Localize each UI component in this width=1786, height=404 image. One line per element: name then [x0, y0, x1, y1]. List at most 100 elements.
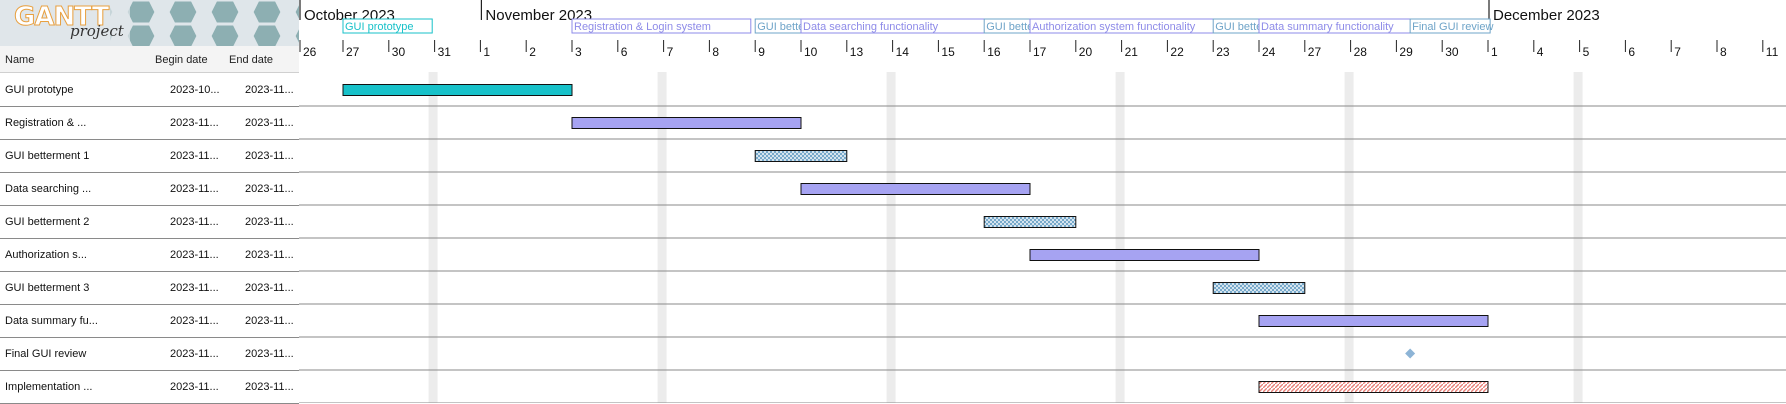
task-bar[interactable] — [800, 183, 1031, 195]
table-row[interactable]: GUI betterment 2 2023-11... 2023-11... — [0, 205, 299, 239]
day-label: 3 — [575, 45, 582, 59]
column-header-begin-date[interactable]: Begin date — [155, 54, 208, 66]
task-bar[interactable] — [1029, 249, 1260, 261]
day-label: 30 — [1445, 45, 1459, 59]
task-name: Registration & ... — [5, 117, 87, 129]
column-header-name[interactable]: Name — [5, 54, 35, 66]
task-end-date: 2023-11... — [245, 150, 294, 162]
task-bar[interactable] — [1258, 315, 1489, 327]
task-table: GANTT project Name Begin date End date G… — [0, 0, 299, 404]
table-row[interactable]: GUI betterment 3 2023-11... 2023-11... — [0, 271, 299, 305]
task-begin-date: 2023-11... — [170, 282, 219, 294]
day-label: 31 — [438, 45, 452, 59]
task-end-date: 2023-11... — [245, 249, 294, 261]
task-end-date: 2023-11... — [245, 84, 294, 96]
day-label: 24 — [1262, 45, 1276, 59]
day-label: 29 — [1399, 45, 1413, 59]
day-label: 4 — [1537, 45, 1544, 59]
day-label: 20 — [1079, 45, 1093, 59]
milestone-marker[interactable] — [1405, 348, 1416, 359]
day-label: 15 — [941, 45, 955, 59]
task-name: Final GUI review — [5, 348, 87, 360]
task-bar[interactable] — [983, 216, 1077, 228]
timeline-task-label-box — [1409, 18, 1491, 34]
timeline-task-label: Data searching functionality — [803, 21, 939, 33]
task-begin-date: 2023-11... — [170, 117, 219, 129]
timeline-task-label: Registration & Login system — [574, 21, 711, 33]
task-name: Data searching ... — [5, 183, 92, 195]
day-label: 27 — [346, 45, 360, 59]
month-label: November 2023 — [485, 7, 592, 24]
task-end-date: 2023-11... — [245, 282, 294, 294]
day-label: 7 — [1674, 45, 1681, 59]
day-label: 16 — [987, 45, 1001, 59]
day-label: 14 — [896, 45, 910, 59]
task-begin-date: 2023-11... — [170, 315, 219, 327]
task-name: GUI betterment 2 — [5, 216, 90, 228]
task-name: GUI betterment 1 — [5, 150, 90, 162]
column-header-end-date[interactable]: End date — [229, 54, 274, 66]
task-name: GUI prototype — [5, 84, 74, 96]
timeline-task-label-box — [342, 18, 433, 34]
day-label: 9 — [758, 45, 765, 59]
task-begin-date: 2023-11... — [170, 348, 219, 360]
task-name: Authorization s... — [5, 249, 87, 261]
day-label: 27 — [1308, 45, 1322, 59]
task-name: Implementation ... — [5, 381, 93, 393]
day-label: 5 — [1583, 45, 1590, 59]
table-row[interactable]: Implementation ... 2023-11... 2023-11... — [0, 370, 299, 404]
day-label: 13 — [850, 45, 864, 59]
task-name: Data summary fu... — [5, 315, 98, 327]
task-end-date: 2023-11... — [245, 117, 294, 129]
logo-subtitle: project — [70, 22, 124, 40]
month-label: December 2023 — [1493, 7, 1600, 24]
task-begin-date: 2023-11... — [170, 150, 219, 162]
logo-wordmark: GANTT — [13, 2, 109, 33]
table-header: Name Begin date End date — [0, 46, 299, 73]
task-name: GUI betterment 3 — [5, 282, 90, 294]
task-end-date: 2023-11... — [245, 183, 294, 195]
task-bar[interactable] — [1258, 381, 1489, 393]
day-label: 11 — [1766, 45, 1779, 59]
task-begin-date: 2023-11... — [170, 216, 219, 228]
day-label: 8 — [712, 45, 719, 59]
day-label: 30 — [392, 45, 406, 59]
day-label: 8 — [1720, 45, 1727, 59]
table-row[interactable]: Registration & ... 2023-11... 2023-11... — [0, 106, 299, 140]
task-end-date: 2023-11... — [245, 381, 294, 393]
day-label: 7 — [667, 45, 674, 59]
table-row[interactable]: Data summary fu... 2023-11... 2023-11... — [0, 304, 299, 338]
task-bar[interactable] — [342, 84, 573, 96]
table-row[interactable]: GUI betterment 1 2023-11... 2023-11... — [0, 139, 299, 173]
table-row[interactable]: Data searching ...2023-11...2023-11... — [0, 172, 299, 206]
day-label: 2 — [529, 45, 536, 59]
task-end-date: 2023-11... — [245, 315, 294, 327]
logo-hex-pattern — [0, 0, 299, 46]
timeline-task-label: GUI prototype — [345, 21, 413, 33]
task-begin-date: 2023-11... — [170, 381, 219, 393]
timeline-day-header — [299, 46, 1786, 72]
day-label: 6 — [1628, 45, 1635, 59]
timeline-task-label: Final GUI review — [1412, 21, 1493, 33]
timeline-task-label-box — [571, 18, 752, 34]
task-bar[interactable] — [571, 117, 802, 129]
day-label: 26 — [303, 45, 317, 59]
day-label: 1 — [1491, 45, 1498, 59]
timeline-task-label: Data summary functionality — [1261, 21, 1394, 33]
task-bar[interactable] — [1212, 282, 1306, 294]
day-label: 6 — [621, 45, 628, 59]
day-label: 22 — [1170, 45, 1184, 59]
timeline-task-label: Authorization system functionality — [1032, 21, 1196, 33]
day-label: 17 — [1033, 45, 1047, 59]
table-row[interactable]: Authorization s... 2023-11... 2023-11... — [0, 238, 299, 272]
task-bar[interactable] — [754, 150, 848, 162]
day-label: 21 — [1125, 45, 1139, 59]
task-begin-date: 2023-11... — [170, 249, 219, 261]
app-logo: GANTT project — [0, 0, 299, 46]
task-end-date: 2023-11... — [245, 216, 294, 228]
day-label: 23 — [1216, 45, 1230, 59]
